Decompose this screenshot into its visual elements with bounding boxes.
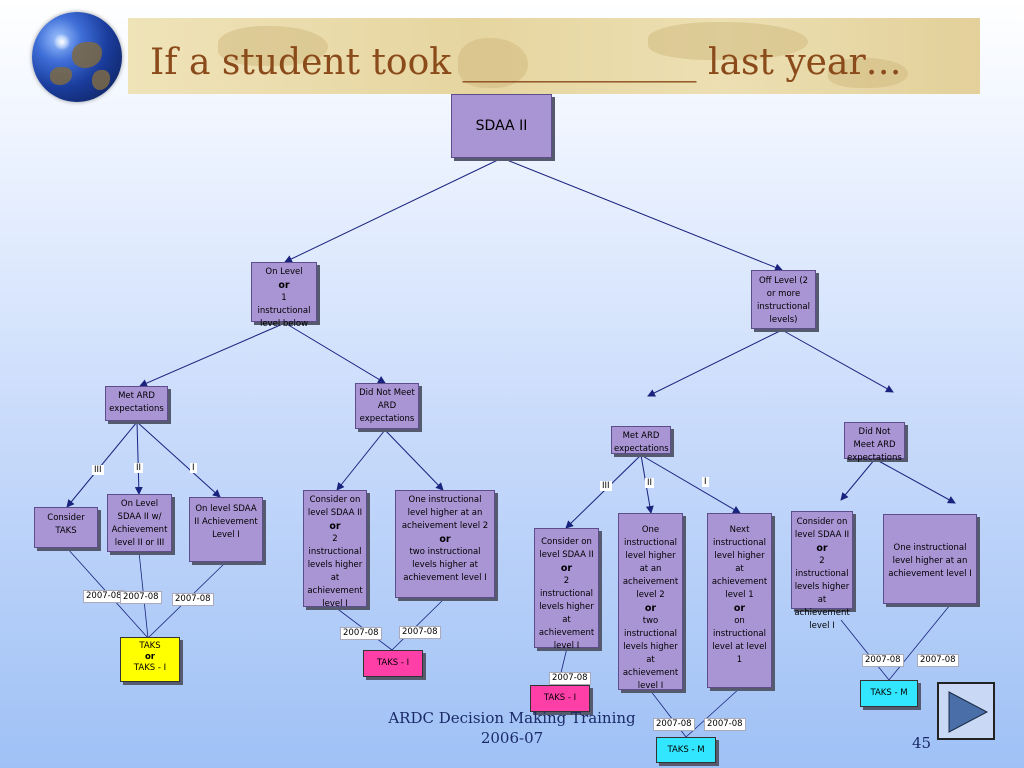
- outcome-label: TAKS: [139, 641, 161, 651]
- node-did-not-meet-left-option-a: Consider on level SDAA II or 2 instructi…: [303, 490, 367, 609]
- option-detail: two instructional levels higher at achie…: [403, 547, 487, 583]
- node-consider-taks: Consider TAKS: [34, 507, 98, 548]
- level-label-i: I: [702, 477, 709, 487]
- outcome-label: TAKS - I: [133, 663, 167, 673]
- option-label: Consider on level SDAA II: [307, 495, 363, 518]
- option-label: One instructional level higher at an ach…: [622, 525, 679, 600]
- option-label: Next instructional level higher at achie…: [711, 525, 768, 600]
- node-on-level-sdaa-level-i: On level SDAA II Achievement Level I: [189, 497, 263, 562]
- node-on-level-sdaa-achievement: On Level SDAA II w/ Achievement level II…: [107, 494, 172, 552]
- option-label: Consider on level SDAA II: [794, 517, 850, 540]
- node-did-not-meet-left: Did Not Meet ARD expectations: [355, 383, 419, 429]
- globe-icon: [32, 12, 122, 102]
- node-did-not-meet-right-option-b: One instructional level higher at an ach…: [883, 514, 977, 604]
- option-detail: 2 instructional levels higher at achieve…: [794, 556, 850, 631]
- option-label: Consider on level SDAA II: [539, 537, 594, 560]
- node-on-level: On Level or 1 instructional level below: [251, 262, 317, 329]
- outcome-taks-m: TAKS - M: [656, 737, 716, 763]
- node-met-ard-right-option-c: Next instructional level higher at achie…: [707, 513, 772, 688]
- option-detail: on instructional level at level 1: [712, 616, 767, 665]
- or-label: or: [733, 603, 746, 614]
- year-tag: 2007-08: [704, 718, 746, 731]
- node-did-not-meet-right: Did Not Meet ARD expectations: [844, 422, 905, 463]
- node-on-level-detail: 1 instructional level below: [257, 293, 311, 329]
- title-banner: [128, 18, 980, 94]
- or-label: or: [644, 603, 657, 614]
- year-tag: 2007-08: [653, 718, 695, 731]
- year-tag: 2007-08: [172, 593, 214, 606]
- or-label: or: [560, 563, 573, 574]
- year-tag: 2007-08: [83, 590, 125, 603]
- or-label: or: [144, 652, 156, 662]
- option-detail: 2 instructional levels higher at achieve…: [307, 534, 363, 609]
- year-tag: 2007-08: [917, 654, 959, 667]
- node-did-not-meet-right-option-a: Consider on level SDAA II or 2 instructi…: [791, 511, 853, 631]
- slide-title: If a student took _____________ last yea…: [150, 42, 902, 83]
- year-tag: 2007-08: [549, 672, 591, 685]
- level-label-ii: II: [134, 463, 144, 473]
- outcome-taks-i: TAKS - I: [363, 650, 423, 677]
- level-label-iii: III: [92, 465, 104, 475]
- node-met-ard-right: Met ARD expectations: [611, 426, 671, 454]
- option-detail: two instructional levels higher at achie…: [622, 616, 679, 691]
- outcome-taks-m: TAKS - M: [860, 680, 918, 707]
- level-label-i: I: [190, 463, 197, 473]
- node-met-ard-right-option-b: One instructional level higher at an ach…: [618, 513, 683, 691]
- year-tag: 2007-08: [340, 627, 382, 640]
- or-label: or: [329, 521, 341, 532]
- outcome-taks-or-taks-i: TAKS or TAKS - I: [120, 637, 180, 682]
- footer-title: ARDC Decision Making Training: [388, 709, 636, 727]
- or-label: or: [439, 534, 451, 545]
- year-tag: 2007-08: [120, 591, 162, 604]
- node-met-ard-left: Met ARD expectations: [105, 386, 168, 421]
- level-label-ii: II: [645, 478, 655, 488]
- page-number: 45: [912, 734, 932, 752]
- triangle-right-icon: [948, 691, 989, 733]
- node-met-ard-right-option-a: Consider on level SDAA II or 2 instructi…: [534, 528, 599, 651]
- option-detail: 2 instructional levels higher at achieve…: [538, 576, 595, 651]
- year-tag: 2007-08: [399, 626, 441, 639]
- level-label-iii: III: [600, 481, 612, 491]
- node-did-not-meet-left-option-b: One instructional level higher at an ach…: [395, 490, 495, 598]
- footer-year: 2006-07: [480, 729, 544, 747]
- or-label: or: [816, 543, 828, 554]
- node-off-level: Off Level (2 or more instructional level…: [751, 270, 816, 329]
- or-label: or: [278, 280, 290, 291]
- option-label: One instructional level higher at an ach…: [401, 495, 489, 531]
- year-tag: 2007-08: [862, 654, 904, 667]
- node-sdaa-ii: SDAA II: [451, 94, 552, 158]
- footer: ARDC Decision Making Training 2006-07: [368, 708, 656, 748]
- next-slide-button[interactable]: [937, 682, 995, 740]
- node-on-level-label: On Level: [265, 267, 303, 277]
- outcome-taks-i: TAKS - I: [530, 685, 590, 712]
